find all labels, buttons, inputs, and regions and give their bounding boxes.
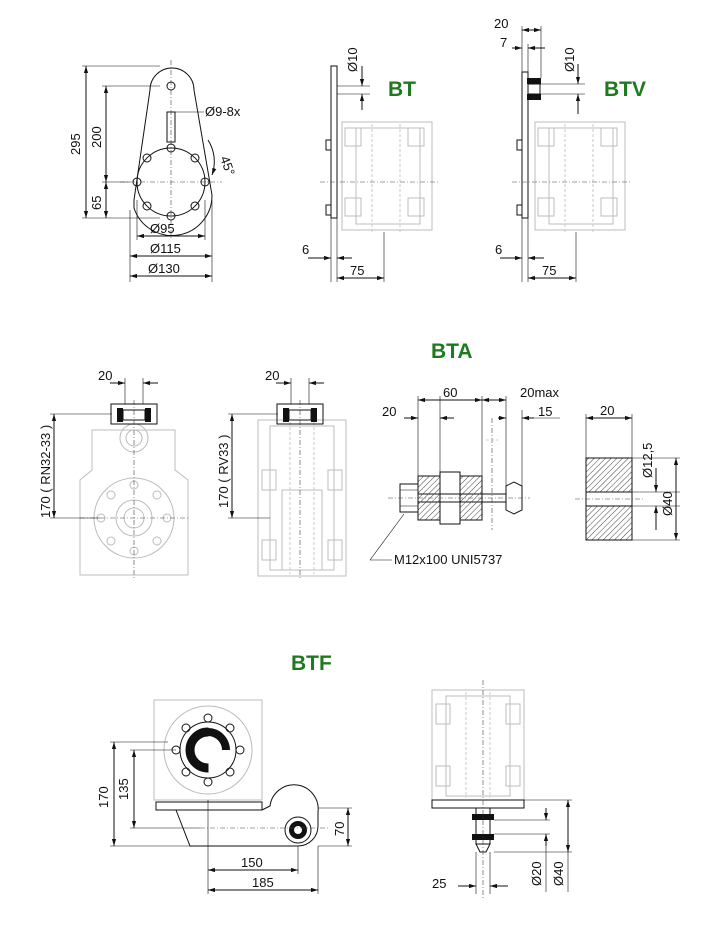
btv-dim-20: 20 xyxy=(494,16,508,31)
btf-dim-170: 170 xyxy=(96,786,111,808)
bta-bolt-spec: M12x100 UNI5737 xyxy=(394,552,502,567)
bta-nut xyxy=(505,481,523,515)
bta-side-view: 20 170 ( RV33 ) xyxy=(216,368,347,580)
bta-bush-inner-dia: Ø12,5 xyxy=(640,443,655,478)
bt-plate xyxy=(330,65,338,219)
bta-bolt-dim-15: 15 xyxy=(538,404,552,419)
btv-offset: 75 xyxy=(542,263,556,278)
bta-side-height: 170 ( RV33 ) xyxy=(216,435,231,508)
btf-side-view: 25 Ø20 Ø40 xyxy=(431,680,572,900)
bt-dim-295: 295 xyxy=(68,133,83,155)
btf-hub-half xyxy=(185,727,209,773)
title-bt: BT xyxy=(388,78,416,101)
bta-front-dim-20: 20 xyxy=(98,368,112,383)
btv-plate xyxy=(521,71,529,219)
title-bta: BTA xyxy=(431,340,473,363)
bta-bush-dim-20: 20 xyxy=(600,403,614,418)
btf-dim-150: 150 xyxy=(241,855,263,870)
btf-dim-135: 135 xyxy=(116,778,131,800)
btf-side-plate xyxy=(431,799,525,809)
bta-front-height: 170 ( RN32-33 ) xyxy=(38,425,53,518)
bt-hole-spec: Ø9-8x xyxy=(205,104,241,119)
bt-dim-d130: Ø130 xyxy=(148,261,180,276)
bt-bolt-dia: Ø10 xyxy=(345,47,360,72)
bta-bolt-dim-20: 20 xyxy=(382,404,396,419)
bta-bolt-dim-60: 60 xyxy=(443,385,457,400)
bt-side-view: Ø10 6 75 xyxy=(302,47,440,282)
btf-side-dia-20: Ø20 xyxy=(529,861,544,886)
btv-thickness: 6 xyxy=(495,242,502,257)
bta-front-view: 20 170 ( RN32-33 ) xyxy=(38,368,190,580)
bt-dim-65: 65 xyxy=(89,196,104,210)
btf-arm-outline xyxy=(175,784,319,847)
bt-arm-outline xyxy=(133,67,213,236)
bt-angle: 45° xyxy=(217,154,238,178)
btf-dim-70: 70 xyxy=(332,822,347,836)
bta-bolt-dim-20max: 20max xyxy=(520,385,560,400)
btv-side-view: 20 7 Ø10 6 75 xyxy=(494,16,632,282)
title-btv: BTV xyxy=(604,78,646,101)
btv-bolt-dia: Ø10 xyxy=(562,47,577,72)
title-btf: BTF xyxy=(291,652,332,675)
btf-dim-185: 185 xyxy=(252,875,274,890)
bta-bush-outer-dia: Ø40 xyxy=(660,491,675,516)
bta-side-dim-20: 20 xyxy=(265,368,279,383)
bt-dim-200: 200 xyxy=(89,126,104,148)
bt-offset: 75 xyxy=(350,263,364,278)
btf-side-dia-40: Ø40 xyxy=(551,861,566,886)
btf-side-dim-25: 25 xyxy=(432,876,446,891)
bt-dim-d95: Ø95 xyxy=(150,221,175,236)
bt-thickness: 6 xyxy=(302,242,309,257)
bt-front-view: 295 200 65 Ø9-8x 45° Ø95 Ø115 Ø130 xyxy=(68,60,241,282)
bta-bolt-assembly: 60 20max 20 15 M12x100 UNI5737 xyxy=(369,385,560,567)
bt-dim-d115: Ø115 xyxy=(150,241,181,256)
btf-flange-plate xyxy=(155,801,263,811)
btv-dim-7: 7 xyxy=(500,35,507,50)
btf-front-view: 170 135 70 150 185 xyxy=(96,699,352,894)
bta-bush-section: 20 Ø12,5 Ø40 xyxy=(575,403,680,541)
